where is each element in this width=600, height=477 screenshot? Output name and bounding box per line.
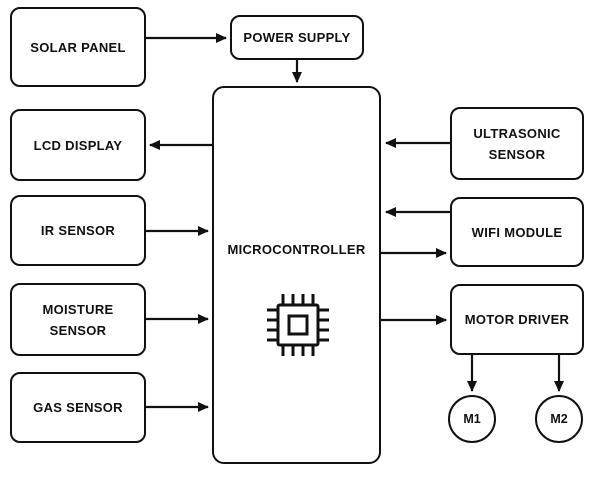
node-label: MICROCONTROLLER — [227, 242, 366, 257]
node-label: IR SENSOR — [40, 223, 116, 238]
node-gas-sensor: GAS SENSOR — [10, 372, 146, 443]
node-ir-sensor: IR SENSOR — [10, 195, 146, 266]
node-motor-m1: M1 — [448, 395, 496, 443]
node-label: M1 — [463, 412, 481, 426]
microcontroller-chip-icon — [267, 294, 329, 356]
node-label: MOTOR DRIVER — [464, 312, 570, 327]
node-label: M2 — [550, 412, 568, 426]
node-label: GAS SENSOR — [33, 400, 123, 415]
node-label: LCD DISPLAY — [33, 137, 123, 153]
node-label: SOLAR PANEL — [30, 39, 126, 55]
node-microcontroller: MICROCONTROLLER — [212, 86, 381, 464]
node-power-supply: POWER SUPPLY — [230, 15, 364, 60]
node-wifi-module: WIFI MODULE — [450, 197, 584, 267]
node-label: ULTRASONIC SENSOR — [473, 125, 561, 162]
node-label: POWER SUPPLY — [243, 30, 351, 45]
node-ultrasonic-sensor: ULTRASONIC SENSOR — [450, 107, 584, 180]
node-motor-driver: MOTOR DRIVER — [450, 284, 584, 355]
node-solar-panel: SOLAR PANEL — [10, 7, 146, 87]
node-moisture-sensor: MOISTURE SENSOR — [10, 283, 146, 356]
node-label: WIFI MODULE — [471, 224, 563, 240]
node-label: MOISTURE SENSOR — [42, 301, 114, 338]
node-lcd-display: LCD DISPLAY — [10, 109, 146, 181]
node-motor-m2: M2 — [535, 395, 583, 443]
